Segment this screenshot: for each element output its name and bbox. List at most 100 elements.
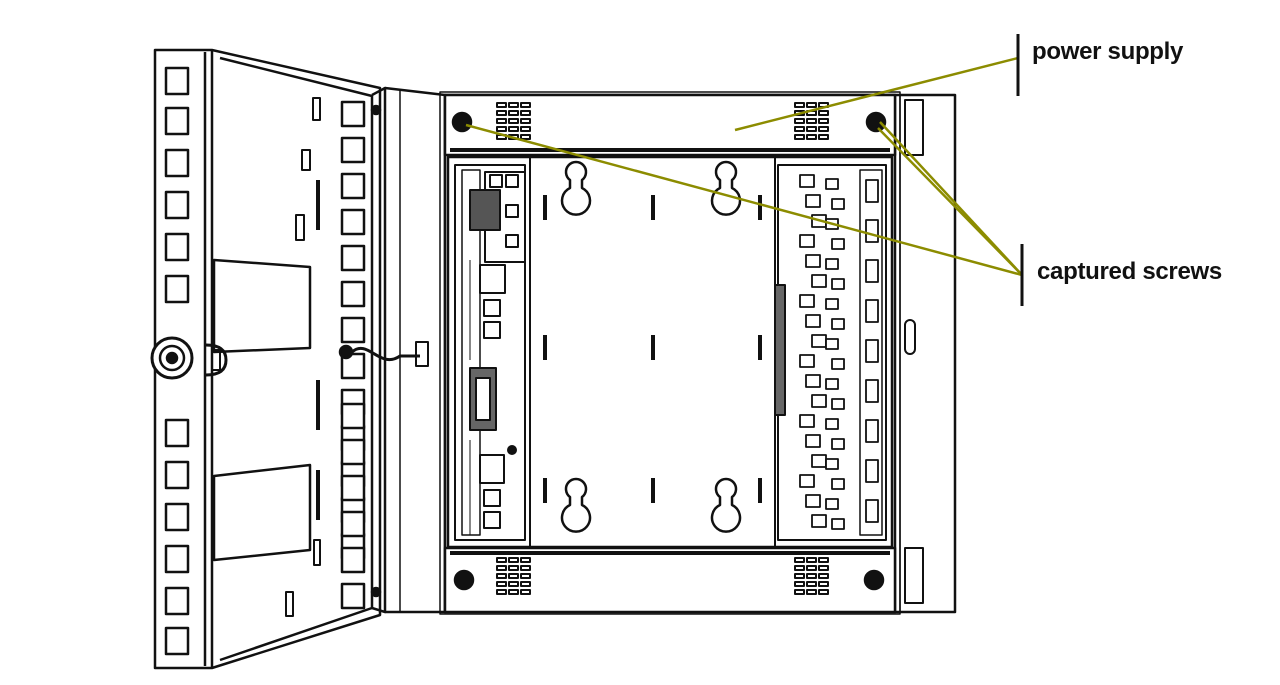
vent-slot [508, 573, 519, 579]
vent-slot [496, 102, 507, 108]
power-supply-leader [734, 56, 1019, 132]
vent-slot [508, 565, 519, 571]
component [799, 234, 815, 248]
captured-screw-top-left [451, 111, 473, 133]
vent-slot [496, 126, 507, 132]
component [825, 298, 839, 310]
vent-slot [508, 102, 519, 108]
screw-leader-right-b [877, 127, 1023, 276]
door-slot [164, 626, 190, 656]
captured-screw-bottom-left [453, 569, 475, 591]
component [805, 374, 821, 388]
component [825, 338, 839, 350]
vent-slot [806, 565, 817, 571]
vent-slot [818, 573, 829, 579]
vent-slot [508, 118, 519, 124]
vent-slot [794, 581, 805, 587]
door-slot [340, 474, 366, 502]
vent-slot [794, 557, 805, 563]
door-slot [164, 190, 190, 220]
door-slot [164, 544, 190, 574]
door-slot [164, 460, 190, 490]
vent-slot [496, 589, 507, 595]
connector [865, 499, 879, 523]
door-vent-slots-right [340, 100, 366, 610]
component [811, 334, 827, 348]
door-lock [150, 336, 228, 380]
component [825, 178, 839, 190]
vent-slot [806, 134, 817, 140]
door-vent-slots-left [164, 66, 190, 656]
door-slot [340, 100, 366, 128]
vent-slot [818, 565, 829, 571]
vent-slot [818, 134, 829, 140]
vent-slot [520, 134, 531, 140]
connector [865, 419, 879, 443]
door-slot [164, 418, 190, 448]
component [799, 414, 815, 428]
door-slot [340, 172, 366, 200]
door-slot [164, 148, 190, 178]
vent-slot [520, 573, 531, 579]
connector [865, 339, 879, 363]
vent-slot [508, 589, 519, 595]
door-slot [340, 136, 366, 164]
vent-slot [806, 102, 817, 108]
component [831, 478, 845, 490]
component [831, 318, 845, 330]
component [831, 358, 845, 370]
vent-slot [508, 557, 519, 563]
component [811, 454, 827, 468]
vent-slot [794, 134, 805, 140]
vent-slot [496, 557, 507, 563]
component [805, 314, 821, 328]
component [825, 498, 839, 510]
vent-slot [496, 110, 507, 116]
vent-slot [496, 118, 507, 124]
vent-slot [520, 565, 531, 571]
component [825, 378, 839, 390]
connector [865, 379, 879, 403]
screw-leader-left [465, 123, 1023, 277]
keyhole-top-left [560, 160, 592, 216]
vent-slot [520, 589, 531, 595]
vent-slot [806, 589, 817, 595]
vent-slot [508, 110, 519, 116]
vent-slot [520, 581, 531, 587]
door-slot [340, 280, 366, 308]
door-slot [340, 438, 366, 466]
vent-slot [806, 118, 817, 124]
captured-screw-bottom-right [863, 569, 885, 591]
connector [865, 259, 879, 283]
vent-slot [806, 573, 817, 579]
vent-slot [818, 589, 829, 595]
component [811, 394, 827, 408]
door-slot [340, 352, 366, 380]
component [811, 274, 827, 288]
enclosure-door [153, 48, 387, 670]
component [805, 194, 821, 208]
vent-slot [520, 126, 531, 132]
vent-slot [520, 557, 531, 563]
component [831, 198, 845, 210]
left-circuit-board [454, 164, 526, 541]
door-slot [340, 208, 366, 236]
component [831, 398, 845, 410]
door-slot [340, 402, 366, 430]
vent-slot [508, 581, 519, 587]
component [799, 174, 815, 188]
right-circuit-board [774, 164, 887, 541]
door-slot [164, 106, 190, 136]
door-slot [164, 66, 190, 96]
component [799, 294, 815, 308]
component [831, 518, 845, 530]
connector [865, 459, 879, 483]
connector [865, 179, 879, 203]
vent-slot [818, 581, 829, 587]
vent-slot [794, 565, 805, 571]
vent-slot [806, 126, 817, 132]
vent-slot [806, 581, 817, 587]
callout-ticks [1016, 34, 1024, 306]
component [831, 278, 845, 290]
vent-slot [794, 573, 805, 579]
